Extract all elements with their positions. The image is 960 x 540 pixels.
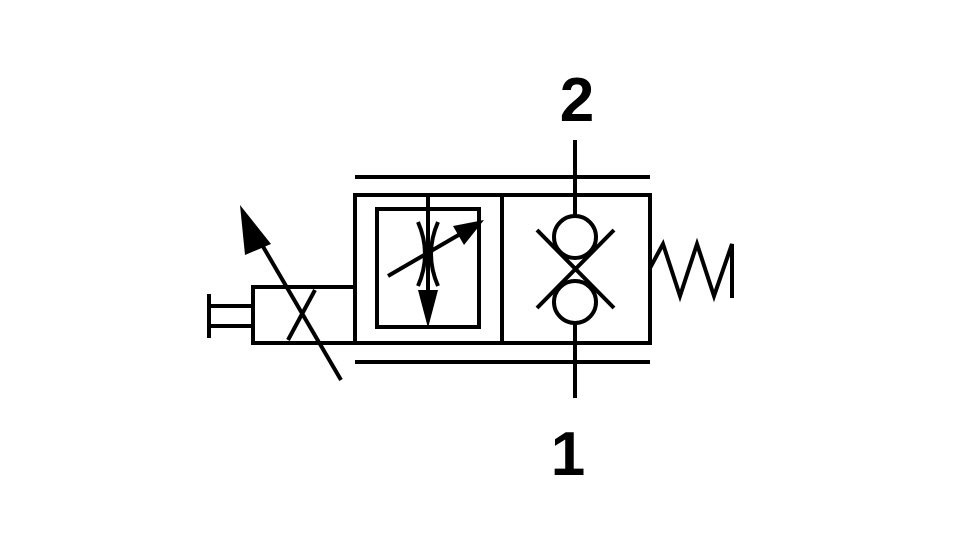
- valve-rails: [355, 175, 650, 364]
- throttle-icon: [375, 196, 484, 329]
- double-check-valve-icon: [535, 140, 616, 398]
- valve-body: [353, 193, 652, 345]
- adjustable-arrow-icon: [240, 205, 343, 382]
- plunger-icon: [207, 285, 357, 345]
- port-label-1: 1: [551, 420, 585, 489]
- spring-icon: [648, 237, 734, 303]
- port-label-2: 2: [560, 66, 594, 135]
